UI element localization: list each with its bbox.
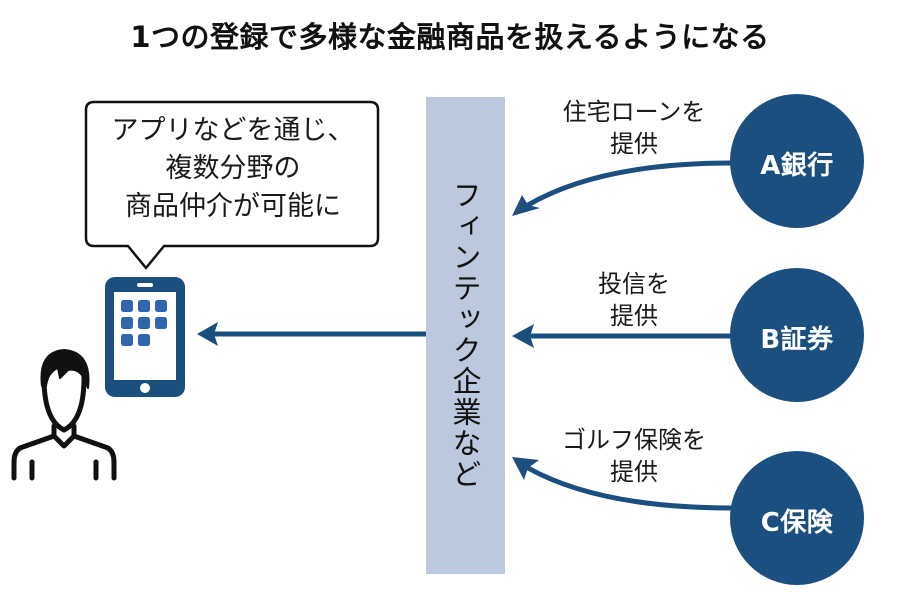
- arrow-from-a-bank: [512, 160, 733, 216]
- provider-circle-a-bank: [730, 94, 864, 228]
- arrow-from-b-securities: [512, 324, 732, 348]
- diagram-title: 1つの登録で多様な金融商品を扱えるようになる: [130, 20, 770, 54]
- app-tile: [155, 300, 167, 312]
- app-tile: [138, 300, 150, 312]
- intermediary-bar: [426, 97, 505, 574]
- intermediary-label: フィンテック企業など: [448, 180, 482, 490]
- app-tile: [121, 317, 133, 329]
- arrow-from-c-insurance: [512, 457, 733, 511]
- provider-name-b-securities: B証券: [760, 325, 834, 355]
- app-tile: [121, 300, 133, 312]
- arrow-to-user: [197, 322, 426, 346]
- bubble-line: 複数分野の: [165, 153, 301, 184]
- provider-circle-b-securities: [730, 268, 864, 402]
- bubble-line: 商品仲介が可能に: [125, 191, 341, 222]
- person-icon: [11, 349, 117, 481]
- provider-circle-c-insurance: [730, 451, 864, 585]
- bubble-line: アプリなどを通じ、: [111, 115, 355, 146]
- provider-name-a-bank: A銀行: [760, 151, 834, 181]
- app-tile: [138, 317, 150, 329]
- app-tile: [155, 317, 167, 329]
- app-tile: [138, 334, 150, 346]
- speech-bubble: [84, 100, 380, 270]
- offer-label-a-bank: 住宅ローンを 提供: [562, 98, 706, 158]
- offer-label-b-securities: 投信を 提供: [598, 270, 670, 330]
- speech-bubble-text: アプリなどを通じ、 複数分野の 商品仲介が可能に: [88, 112, 378, 226]
- offer-label-c-insurance: ゴルフ保険を 提供: [562, 426, 706, 486]
- tablet-icon: [105, 277, 185, 397]
- app-tile: [121, 334, 133, 346]
- provider-name-c-insurance: C保険: [760, 508, 834, 538]
- app-tiles: [121, 300, 167, 346]
